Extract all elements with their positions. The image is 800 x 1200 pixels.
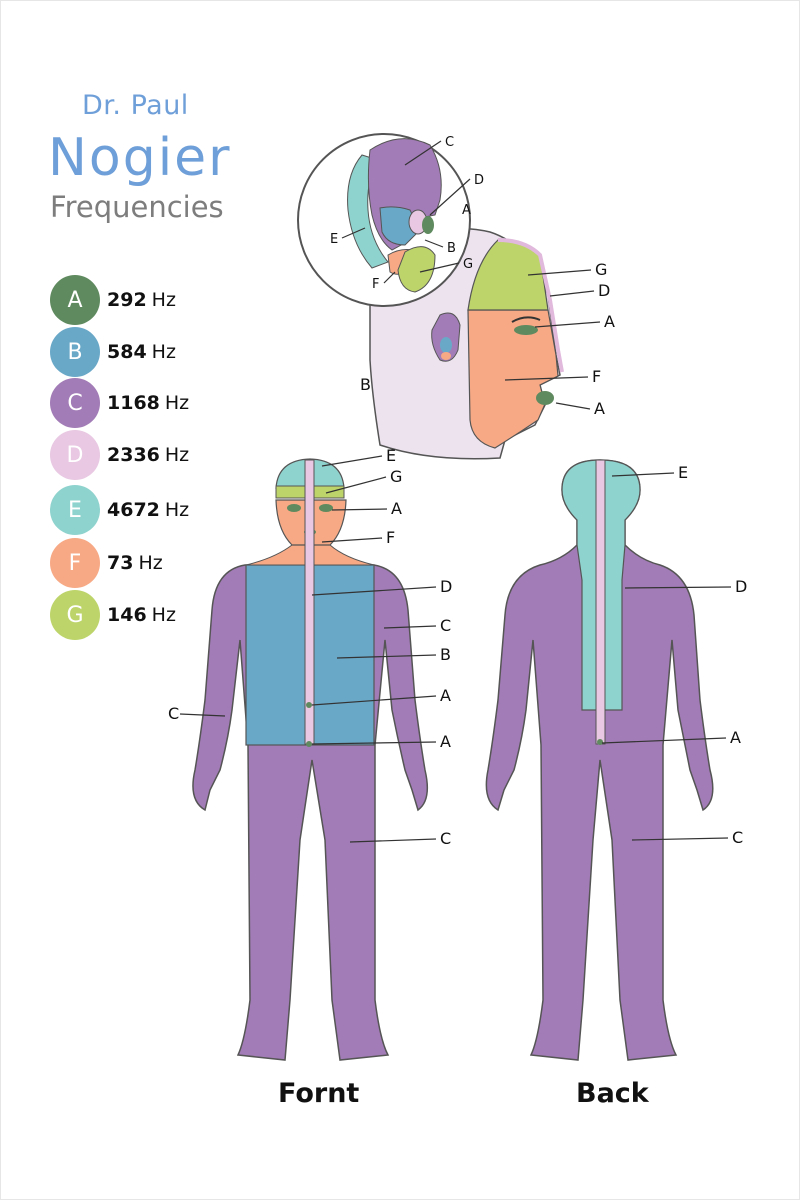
legend-unit: Hz [138, 552, 163, 574]
front-leader-line [311, 586, 437, 596]
legend-unit: Hz [164, 444, 190, 466]
front-zone-label: A [391, 499, 402, 518]
head-leader-line [549, 290, 595, 297]
ear-zone-label: F [372, 277, 379, 292]
ear-leader-line [419, 262, 460, 273]
head-eye-a [514, 325, 538, 335]
ear-zone-label: B [447, 241, 456, 256]
back-body [485, 459, 714, 1061]
front-zone-label: C [168, 704, 179, 723]
legend-dot: B [50, 327, 100, 377]
front-leader-line [331, 508, 388, 511]
legend-unit: Hz [151, 604, 176, 626]
back-leader-line [611, 472, 675, 477]
head-zone-label: G [595, 260, 607, 279]
head-leader-line [504, 376, 589, 381]
caption-front: Fornt [278, 1078, 360, 1109]
head-mouth-a [536, 391, 554, 405]
legend-dot: F [50, 538, 100, 588]
front-zone-label: A [440, 686, 451, 705]
front-leader-line [349, 838, 437, 843]
ear-leader-line [424, 239, 444, 248]
back-leader-line [601, 737, 727, 744]
front-leader-line [311, 741, 437, 745]
front-body [192, 458, 429, 1061]
head-zone-label: A [594, 399, 605, 418]
caption-back: Back [576, 1078, 649, 1109]
ear-zone-label: A [462, 203, 471, 218]
legend-frequency: 292 [107, 289, 147, 311]
head-zone-label: A [604, 312, 615, 331]
back-zone-d [595, 459, 606, 745]
front-leader-line [321, 537, 383, 543]
front-leader-line [336, 654, 437, 659]
legend-frequency: 146 [107, 604, 147, 626]
head-leader-line [534, 321, 601, 328]
ear-leader-line [404, 140, 442, 166]
label-leaders [179, 140, 732, 843]
front-zone-label: C [440, 616, 451, 635]
legend-dot: E [50, 485, 100, 535]
title-doctor: Dr. Paul [82, 90, 189, 121]
front-leader-line [311, 695, 437, 706]
ear-leader-line [429, 178, 471, 216]
ear-zone-label: G [463, 257, 473, 272]
head-zone-d [497, 238, 564, 373]
legend-frequency: 4672 [107, 499, 160, 521]
front-zone-label: E [386, 446, 396, 465]
ear-zone-label: E [330, 232, 338, 247]
back-zone-label: A [730, 728, 741, 747]
legend-dot: C [50, 378, 100, 428]
front-leader-line [179, 713, 226, 717]
head-zone-f [467, 309, 559, 449]
legend-frequency: 1168 [107, 392, 160, 414]
ear-leader-line [341, 227, 366, 239]
title-name: Nogier [48, 128, 232, 188]
legend-frequency: 73 [107, 552, 134, 574]
legend-unit: Hz [151, 341, 176, 363]
back-leader-line [624, 586, 732, 589]
front-leader-line [383, 625, 437, 629]
legend-frequency: 584 [107, 341, 147, 363]
ear-magnified [297, 133, 471, 307]
title-subtitle: Frequencies [50, 190, 224, 224]
front-leader-line [325, 476, 387, 494]
front-leader-line [321, 455, 383, 467]
front-zone-label: G [390, 467, 402, 486]
head-leader-line [555, 402, 591, 410]
legend-frequency: 2336 [107, 444, 160, 466]
ear-zone-label: C [445, 135, 454, 150]
ear-leader-line [383, 271, 396, 284]
back-zone-label: E [678, 463, 688, 482]
head-leader-line [527, 269, 592, 276]
back-zone-label: D [735, 577, 747, 596]
legend-dot: A [50, 275, 100, 325]
front-zone-label: C [440, 829, 451, 848]
front-zone-label: B [440, 645, 451, 664]
legend-unit: Hz [164, 392, 190, 414]
back-zone-label: C [732, 828, 743, 847]
head-zone-label: F [592, 367, 601, 386]
front-zone-label: F [386, 528, 395, 547]
legend-dot: D [50, 430, 100, 480]
front-zone-d [304, 459, 315, 745]
head-zone-label: D [598, 281, 610, 300]
back-leader-line [631, 837, 729, 841]
ear-zone-label: D [474, 173, 484, 188]
legend-unit: Hz [151, 289, 176, 311]
head-zone-label: B [360, 375, 371, 394]
legend-dot: G [50, 590, 100, 640]
front-zone-label: D [440, 577, 452, 596]
legend-unit: Hz [164, 499, 190, 521]
front-zone-label: A [440, 732, 451, 751]
